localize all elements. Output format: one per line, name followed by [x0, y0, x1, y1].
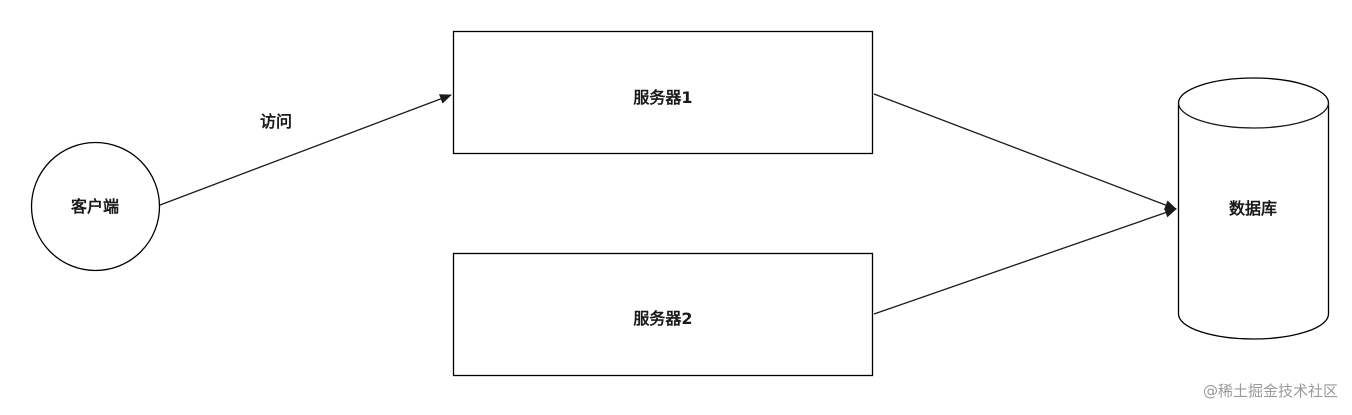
edge-line: [159, 94, 452, 206]
client-circle: [30, 141, 161, 272]
edge-label-access: 访问: [260, 112, 292, 131]
edge-line: [873, 207, 1177, 315]
node-server2: 服务器2: [452, 252, 874, 377]
node-server1: 服务器1: [452, 30, 874, 155]
server2-box: [452, 252, 874, 377]
edge-server1-to-database: [873, 93, 1177, 210]
edge-client-to-server1: 访问: [159, 94, 452, 206]
edge-line: [873, 93, 1177, 210]
node-client: 客户端: [30, 141, 161, 272]
server1-box: [452, 30, 874, 155]
client-label: 客户端: [71, 197, 119, 216]
database-cylinder-rim: [1177, 102, 1330, 129]
server2-label: 服务器2: [633, 309, 692, 328]
server1-label: 服务器1: [633, 88, 692, 107]
node-database: 数据库: [1177, 77, 1330, 340]
database-cylinder-body: [1177, 77, 1330, 340]
watermark-text: @稀土掘金技术社区: [1203, 382, 1338, 400]
database-label: 数据库: [1229, 199, 1277, 218]
edge-server2-to-database: [873, 207, 1177, 315]
